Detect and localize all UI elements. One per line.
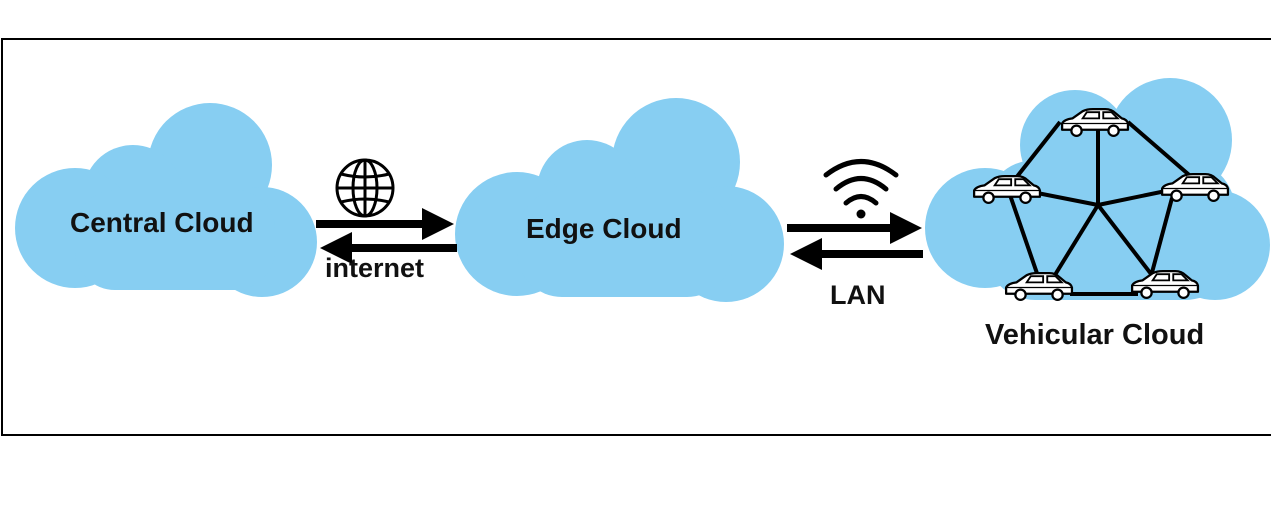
internet-link — [316, 208, 457, 264]
central-cloud-label: Central Cloud — [70, 207, 254, 238]
globe-icon — [335, 158, 395, 218]
diagram-frame — [1, 38, 1271, 436]
lan-label: LAN — [830, 280, 886, 310]
edge-cloud-label: Edge Cloud — [526, 213, 682, 244]
vehicular-cloud-label: Vehicular Cloud — [985, 319, 1205, 351]
wifi-icon — [823, 159, 899, 219]
internet-label: internet — [325, 253, 425, 283]
edge-cloud — [455, 98, 784, 302]
lan-link — [787, 212, 923, 270]
central-cloud — [15, 103, 317, 297]
